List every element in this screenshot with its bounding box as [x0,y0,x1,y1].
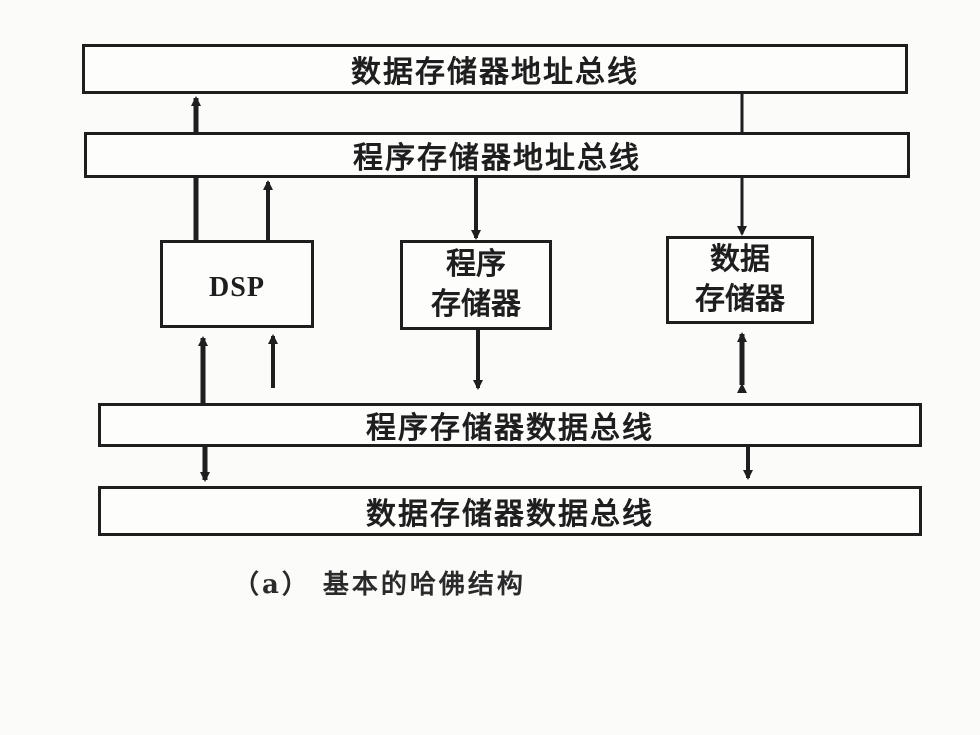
data-memory-data-bus: 数据存储器数据总线 [98,486,922,536]
figure-caption: （a） 基本的哈佛结构 [233,569,526,600]
program-memory-label-line1: 程序 [446,246,506,282]
data-memory-address-bus: 数据存储器地址总线 [82,44,908,94]
dsp-label: DSP [209,272,265,304]
program-memory-label-line2: 存储器 [431,287,521,322]
data-memory-block: 数据 存储器 [666,236,814,324]
program-memory-block: 程序 存储器 [400,240,552,330]
program-memory-address-bus: 程序存储器地址总线 [84,132,910,178]
dsp-block: DSP [160,240,314,328]
program-memory-data-bus: 程序存储器数据总线 [98,403,922,447]
data-memory-label-line2: 存储器 [695,282,785,317]
data-memory-label-line1: 数据 [710,241,770,277]
